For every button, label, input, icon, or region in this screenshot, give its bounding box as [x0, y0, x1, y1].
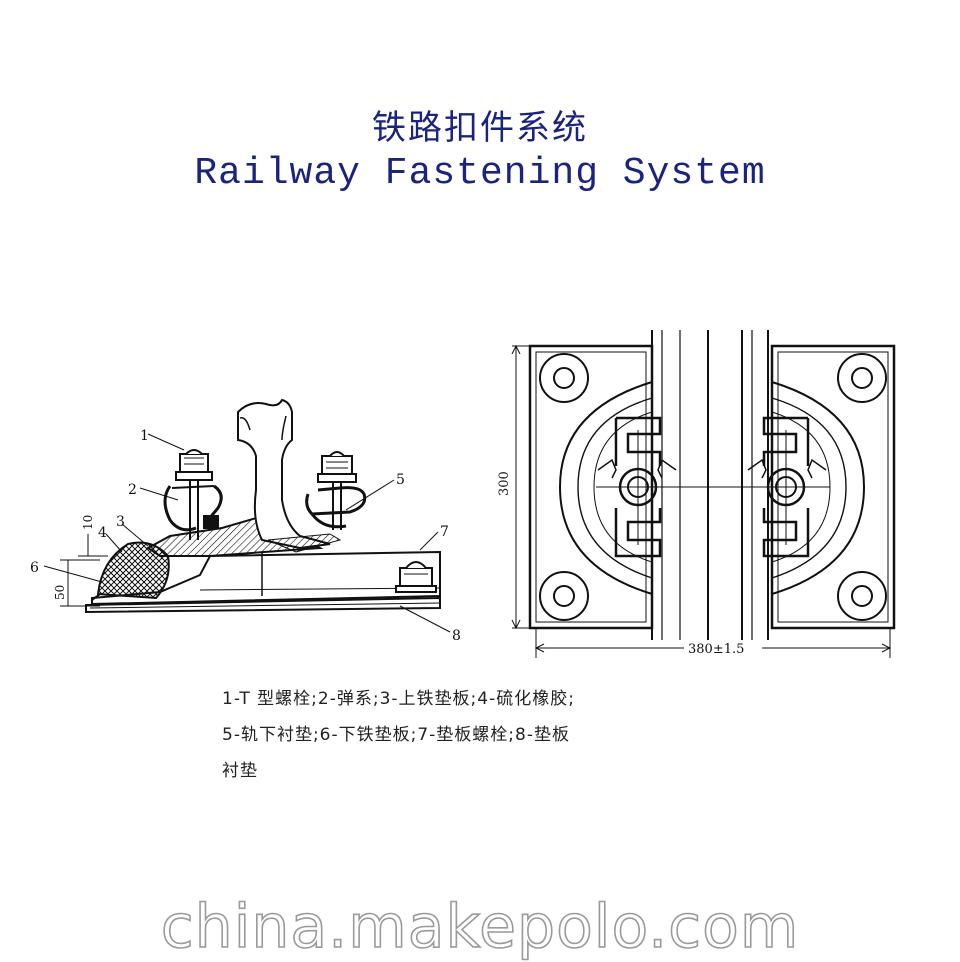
caption-line-2: 5-轨下衬垫;6-下铁垫板;7-垫板螺栓;8-垫板: [222, 725, 570, 745]
label-1: 1: [140, 428, 149, 444]
side-section-view: [43, 398, 451, 633]
watermark: china.makepolo.com: [160, 891, 800, 962]
dimension-380: 380±1.5: [688, 642, 744, 657]
caption-line-3: 衬垫: [222, 761, 258, 781]
label-3: 3: [116, 514, 125, 530]
dimension-10: 10: [81, 515, 95, 530]
plan-view-labels: 300 380±1.5: [497, 471, 762, 657]
label-7: 7: [440, 524, 449, 540]
label-4: 4: [98, 525, 107, 541]
label-2: 2: [128, 482, 137, 498]
plan-view: [511, 330, 896, 658]
label-6: 6: [30, 560, 39, 576]
label-8: 8: [452, 628, 461, 644]
side-view-labels: 1 2 3 4 6 5 7 8 10 50: [30, 428, 461, 644]
label-5: 5: [396, 472, 405, 488]
title-chinese: 铁路扣件系统: [372, 108, 588, 148]
dimension-50: 50: [53, 585, 67, 600]
dimension-300: 300: [497, 471, 512, 496]
title-english: Railway Fastening System: [194, 152, 766, 195]
caption-line-1: 1-T 型螺栓;2-弹系;3-上铁垫板;4-硫化橡胶;: [222, 689, 575, 709]
